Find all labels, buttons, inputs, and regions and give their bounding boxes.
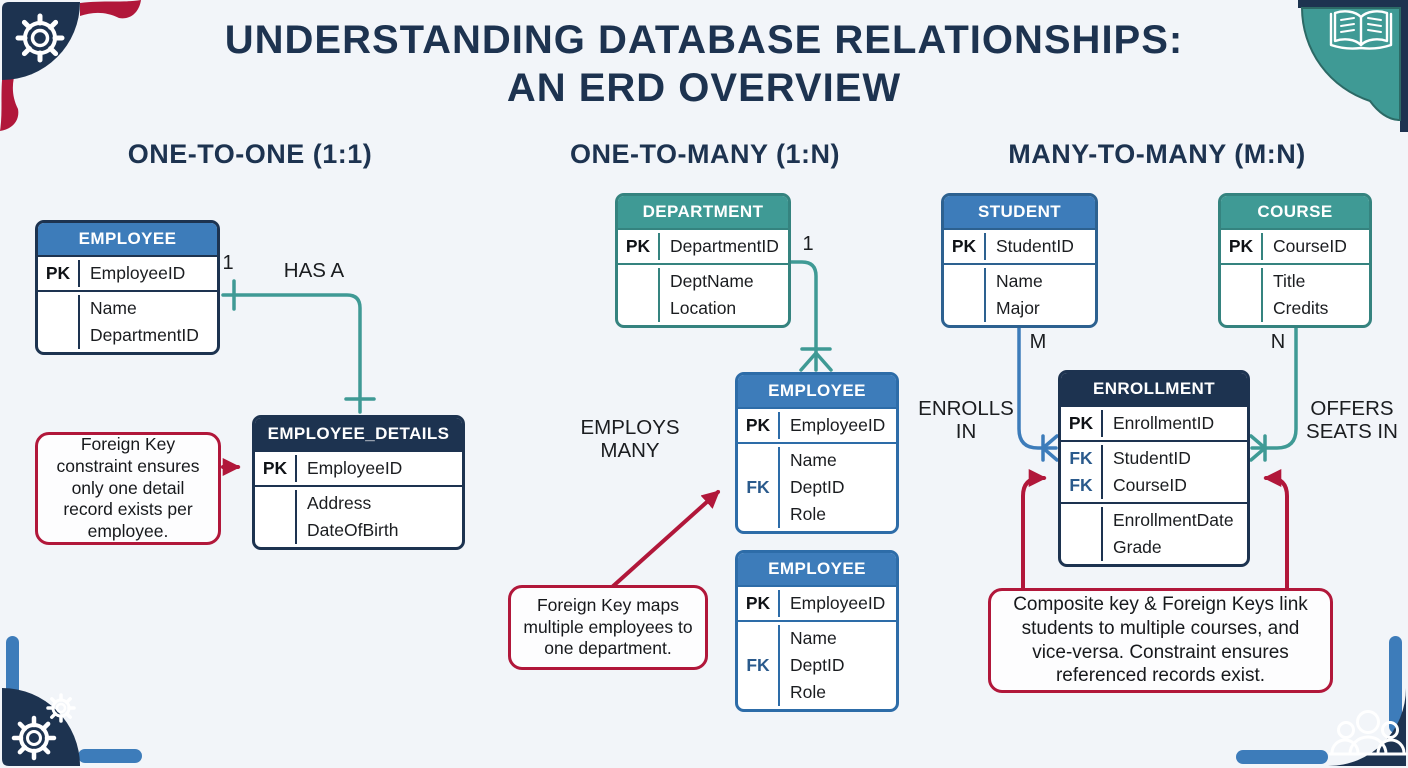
section-one-to-one: ONE-TO-ONE (1:1) xyxy=(127,139,373,169)
entity-employee-details-title: EMPLOYEE_DETAILS xyxy=(255,418,462,452)
callout-one-to-many: Foreign Key maps multiple employees to o… xyxy=(508,585,708,670)
entity-course: COURSE PK CourseID Title Credits xyxy=(1218,193,1372,328)
entity-department: DEPARTMENT PK DepartmentID DeptName Loca… xyxy=(615,193,791,328)
entity-employee-details: EMPLOYEE_DETAILS PK EmployeeID Address D… xyxy=(252,415,465,550)
corner-decoration-bottom-left xyxy=(2,636,142,766)
table-row: PK DepartmentID xyxy=(618,233,788,260)
gears-icon xyxy=(11,693,76,761)
page-title: UNDERSTANDING DATABASE RELATIONSHIPS: AN… xyxy=(0,16,1408,112)
relationship-label-offers-seats-in: OFFERS SEATS IN xyxy=(1306,397,1398,443)
table-row: Role xyxy=(738,679,896,706)
table-row: Grade xyxy=(1061,534,1247,561)
entity-employee-1ton-a-title: EMPLOYEE xyxy=(738,375,896,409)
relationship-label-enrolls-in: ENROLLS IN xyxy=(918,397,1014,443)
page-title-line2: AN ERD OVERVIEW xyxy=(506,66,902,110)
table-row: FK DeptID xyxy=(738,474,896,501)
table-row: Name xyxy=(738,447,896,474)
table-row: FK StudentID xyxy=(1061,445,1247,472)
entity-student: STUDENT PK StudentID Name Major xyxy=(941,193,1098,328)
table-row: FK CourseID xyxy=(1061,472,1247,499)
fk-arrow-many-to-many-right xyxy=(1263,469,1289,592)
cardinality-one-1to1: 1 xyxy=(222,252,234,274)
fk-arrow-one-to-many xyxy=(609,490,721,590)
cardinality-m: M xyxy=(1029,331,1047,353)
table-row: PK EmployeeID xyxy=(38,260,217,287)
section-one-to-many: ONE-TO-MANY (1:N) xyxy=(570,139,840,169)
entity-enrollment-title: ENROLLMENT xyxy=(1061,373,1247,407)
table-row: Address xyxy=(255,490,462,517)
table-row: DeptName xyxy=(618,268,788,295)
table-row: DepartmentID xyxy=(38,322,217,349)
table-row: Name xyxy=(738,625,896,652)
employs-connector xyxy=(789,260,833,372)
table-row: PK EmployeeID xyxy=(255,455,462,482)
callout-many-to-many: Composite key & Foreign Keys link studen… xyxy=(988,588,1333,693)
table-row: PK CourseID xyxy=(1221,233,1369,260)
entity-enrollment: ENROLLMENT PK EnrollmentID FK StudentID … xyxy=(1058,370,1250,567)
cardinality-n: N xyxy=(1270,331,1286,353)
entity-course-title: COURSE xyxy=(1221,196,1369,230)
relationship-label-employs-many: EMPLOYS MANY xyxy=(580,416,680,462)
entity-employee-1ton-a: EMPLOYEE PK EmployeeID Name FK DeptID Ro… xyxy=(735,372,899,534)
fk-arrow-many-to-many-left xyxy=(1021,469,1047,592)
people-group-icon xyxy=(1328,710,1408,756)
entity-department-title: DEPARTMENT xyxy=(618,196,788,230)
entity-employee-1ton-b: EMPLOYEE PK EmployeeID Name FK DeptID Ro… xyxy=(735,550,899,712)
relationship-label-has-a: HAS A xyxy=(283,259,345,282)
entity-employee-1to1-title: EMPLOYEE xyxy=(38,223,217,257)
table-row: Title xyxy=(1221,268,1369,295)
table-row: EnrollmentDate xyxy=(1061,507,1247,534)
table-row: FK DeptID xyxy=(738,652,896,679)
has-a-connector xyxy=(221,279,376,414)
table-row: Role xyxy=(738,501,896,528)
table-row: PK EmployeeID xyxy=(738,590,896,617)
entity-student-title: STUDENT xyxy=(944,196,1095,230)
table-row: Name xyxy=(38,295,217,322)
entity-employee-1ton-b-title: EMPLOYEE xyxy=(738,553,896,587)
table-row: PK EmployeeID xyxy=(738,412,896,439)
callout-one-to-one: Foreign Key constraint ensures only one … xyxy=(35,432,221,545)
table-row: DateOfBirth xyxy=(255,517,462,544)
table-row: PK StudentID xyxy=(944,233,1095,260)
table-row: Location xyxy=(618,295,788,322)
entity-employee-1to1: EMPLOYEE PK EmployeeID Name DepartmentID xyxy=(35,220,220,355)
section-many-to-many: MANY-TO-MANY (M:N) xyxy=(1008,139,1306,169)
table-row: PK EnrollmentID xyxy=(1061,410,1247,437)
page-title-line1: UNDERSTANDING DATABASE RELATIONSHIPS: xyxy=(224,18,1184,62)
table-row: Name xyxy=(944,268,1095,295)
table-row: Major xyxy=(944,295,1095,322)
table-row: Credits xyxy=(1221,295,1369,322)
cardinality-one-1ton: 1 xyxy=(802,233,814,255)
